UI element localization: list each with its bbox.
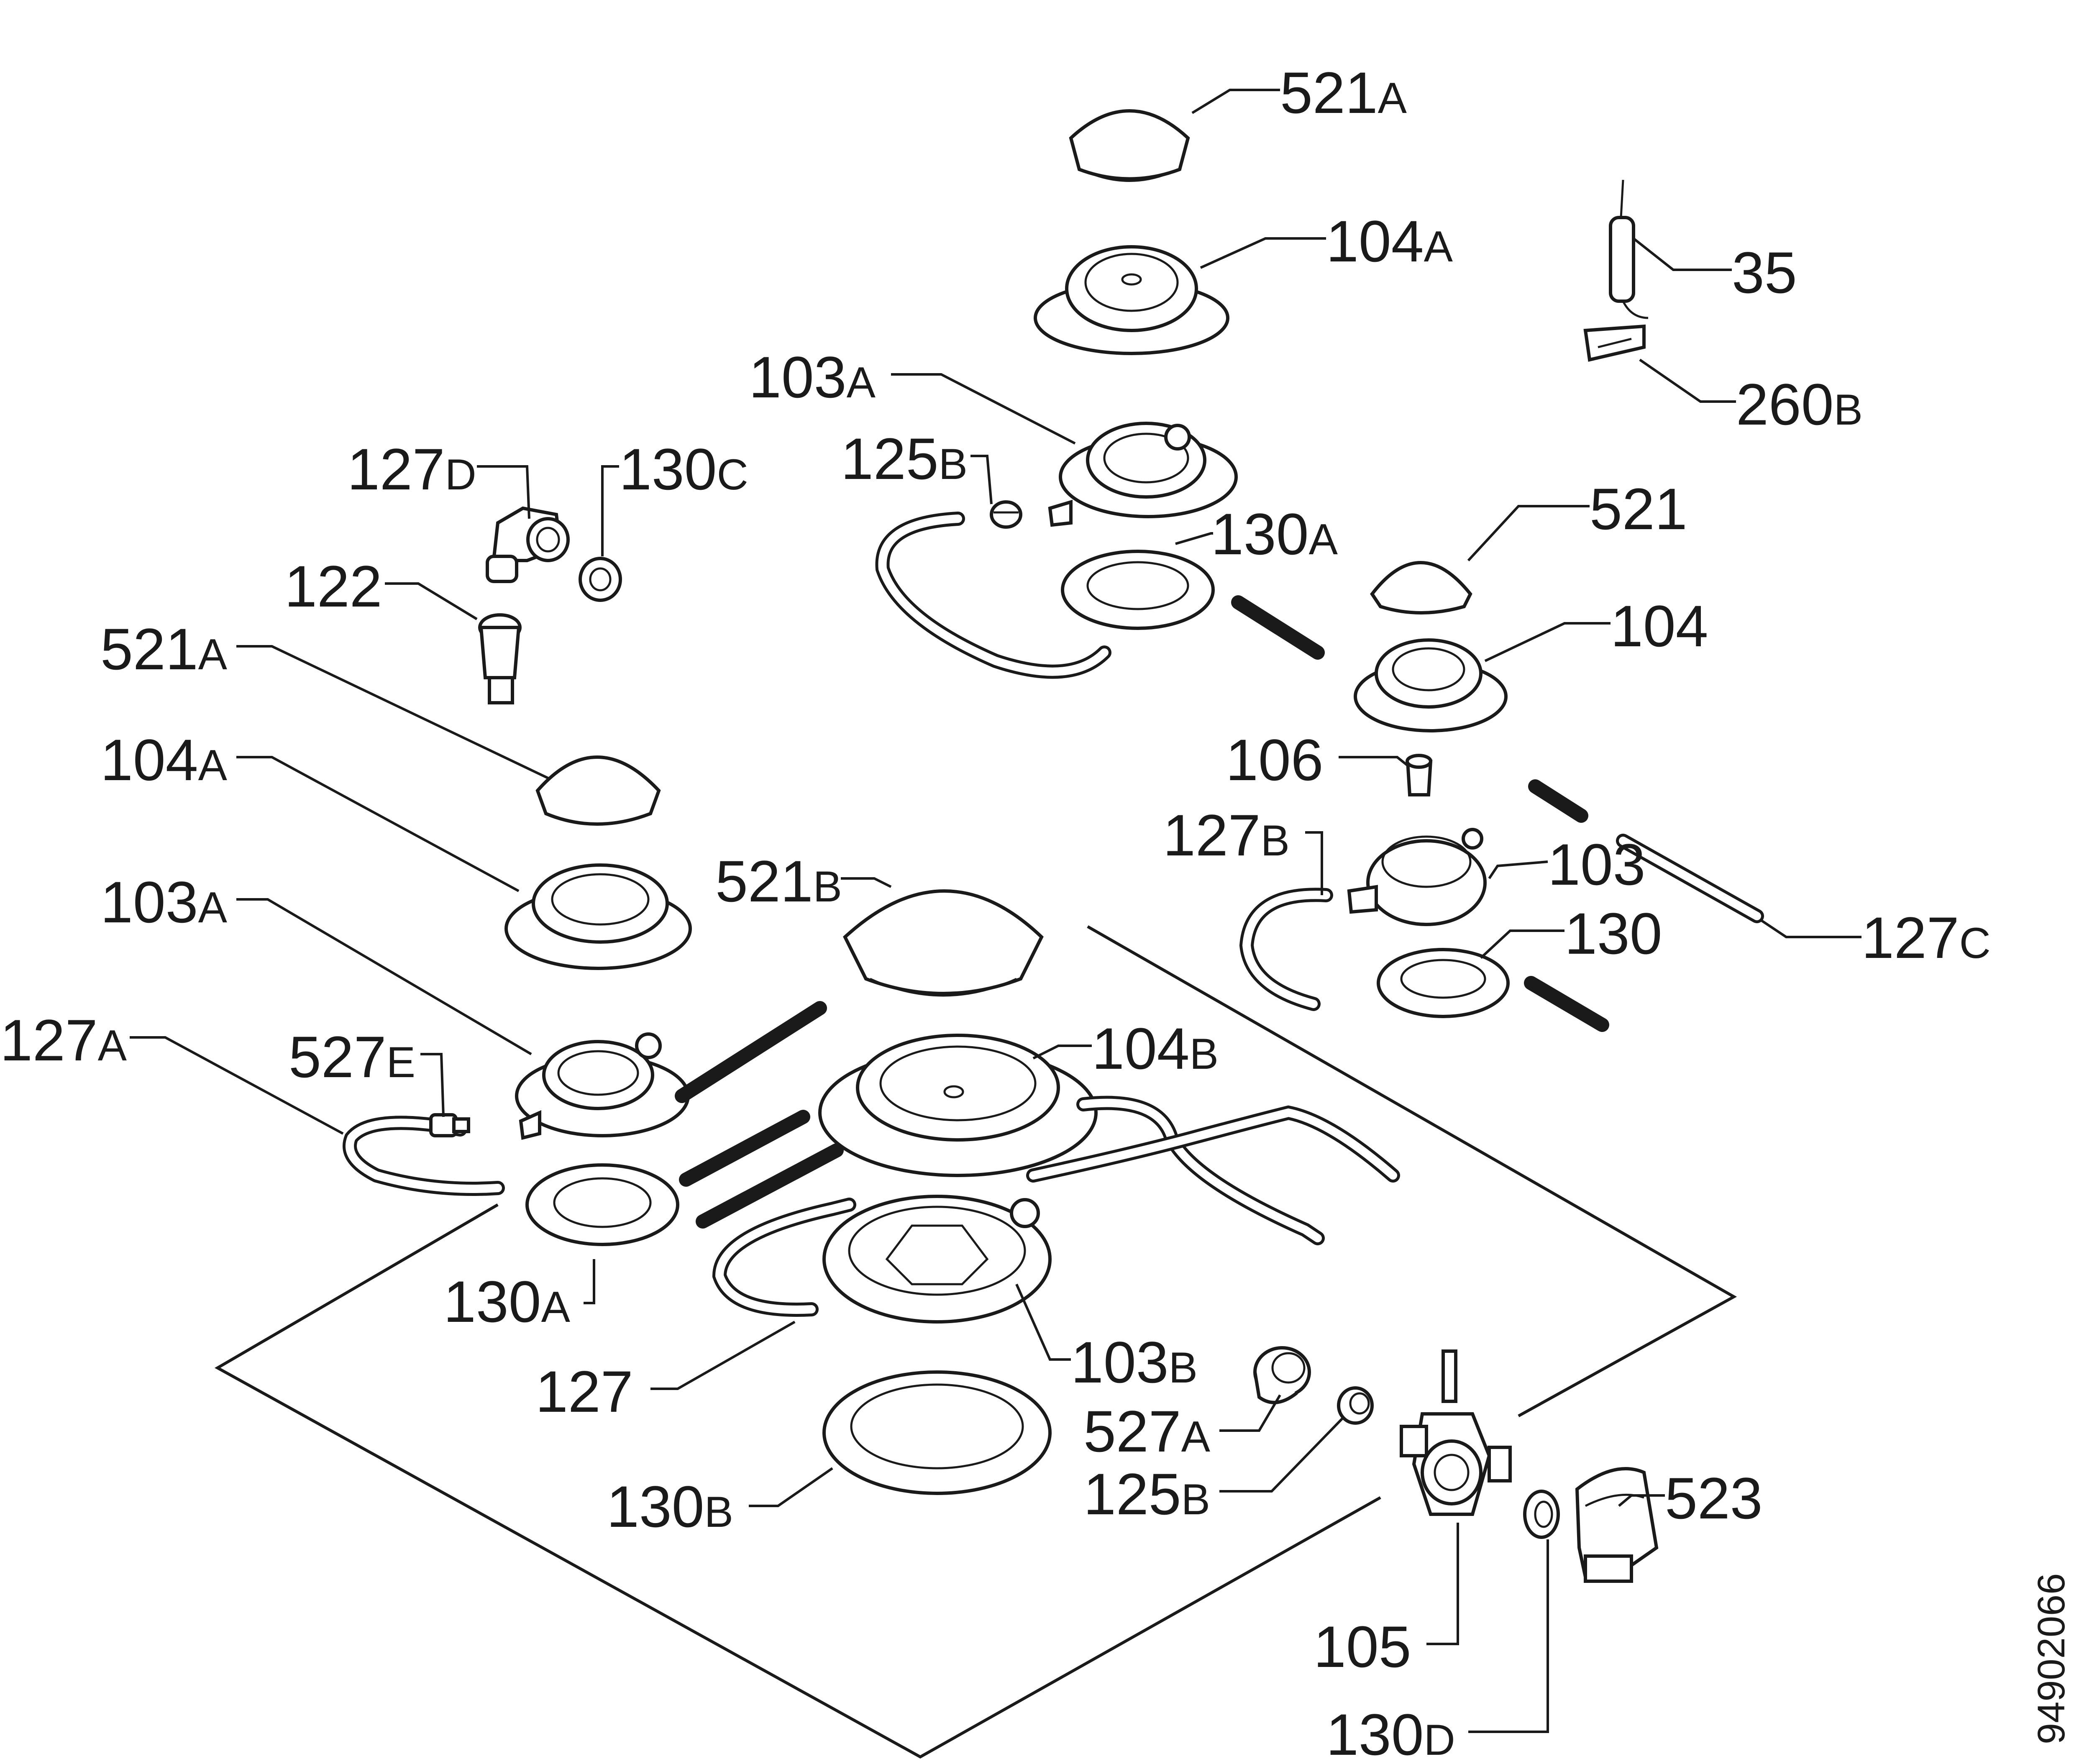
connector-527e	[429, 1113, 470, 1137]
part-label-521a-top: 521A	[1280, 60, 1407, 125]
part-label-122: 122	[284, 553, 382, 619]
right-burner-base-103	[1347, 828, 1487, 926]
part-label-130d: 130D	[1326, 1702, 1455, 1764]
diagram-reference-number: 94902066	[2030, 1573, 2073, 1744]
part-label-106: 106	[1226, 727, 1324, 793]
center-burner-crown-104b	[818, 1034, 1098, 1177]
part-label-130a-left: 130A	[443, 1269, 571, 1334]
part-label-103: 103	[1548, 832, 1646, 897]
center-burner-cap-521b	[843, 889, 1044, 997]
top-burner-base-103a	[1048, 422, 1238, 527]
part-label-104a-left: 104A	[100, 727, 228, 793]
part-label-130a-right: 130A	[1211, 501, 1338, 567]
part-label-103a-top: 103A	[749, 344, 876, 410]
part-label-127a: 127A	[0, 1007, 127, 1073]
part-label-127b: 127B	[1163, 802, 1290, 868]
gas-valve-105	[1400, 1349, 1512, 1516]
part-label-125b-top: 125B	[841, 426, 968, 492]
part-label-527e: 527E	[289, 1024, 415, 1090]
rear-gas-pipe-127c	[1231, 595, 1764, 1032]
injector-125b-valve	[1337, 1386, 1374, 1425]
hose-nipple-122	[478, 613, 522, 704]
left-burner-seal-130a	[525, 1163, 679, 1246]
center-burner-seal-130b	[822, 1370, 1052, 1495]
leader-lines	[130, 89, 1861, 1733]
part-label-104a-top: 104A	[1326, 208, 1453, 274]
top-burner-gas-pipe	[875, 512, 1111, 679]
right-burner-cap-521	[1370, 561, 1472, 614]
center-burner-base-103b	[822, 1195, 1052, 1324]
part-labels: 521A 104A 35 260B 103A 125B 127D 130C 13…	[0, 60, 1991, 1764]
part-label-103a-left: 103A	[100, 869, 228, 935]
valve-cover-523	[1575, 1467, 1659, 1583]
right-injector-106	[1406, 754, 1433, 796]
part-label-527a: 527A	[1083, 1398, 1211, 1464]
part-label-521: 521	[1590, 476, 1687, 542]
part-label-104: 104	[1611, 593, 1708, 659]
part-label-125b-bottom: 125B	[1083, 1461, 1210, 1527]
bush-527a	[1253, 1346, 1311, 1404]
right-burner-crown-104	[1354, 638, 1508, 732]
part-label-35: 35	[1732, 240, 1797, 305]
part-label-130c: 130C	[619, 436, 748, 502]
part-label-260b: 260B	[1736, 371, 1863, 437]
spark-electrode-35	[1609, 179, 1649, 319]
top-burner-cap-521a	[1069, 109, 1190, 182]
elbow-fitting-127d	[486, 506, 570, 583]
top-burner-crown-104a	[1034, 245, 1229, 355]
part-label-521a-left: 521A	[100, 616, 228, 682]
left-gas-pipe-127a	[343, 1116, 505, 1196]
part-label-105: 105	[1314, 1614, 1411, 1680]
left-burner-crown-104a	[504, 863, 692, 970]
part-label-103b: 103B	[1071, 1329, 1198, 1395]
left-burner-base-103a	[515, 1032, 690, 1140]
part-label-130: 130	[1564, 901, 1662, 966]
part-label-127d: 127D	[347, 436, 476, 502]
top-burner-seal-130a	[1061, 550, 1215, 630]
part-label-523: 523	[1665, 1465, 1763, 1531]
top-injector-125b	[990, 500, 1022, 529]
part-label-521b: 521B	[715, 848, 842, 914]
right-burner-seal-130	[1377, 948, 1510, 1018]
part-label-127c: 127C	[1861, 905, 1991, 970]
part-label-130b: 130B	[607, 1474, 733, 1539]
part-label-104b: 104B	[1092, 1016, 1219, 1081]
part-label-127: 127	[535, 1359, 633, 1424]
left-burner-cap-521a	[535, 755, 661, 826]
center-gas-pipes	[675, 1001, 1400, 1317]
right-gas-pipe-127b	[1239, 888, 1333, 1011]
clip-260b	[1583, 324, 1646, 362]
washer-130c	[579, 557, 622, 602]
washer-130d	[1523, 1490, 1560, 1539]
